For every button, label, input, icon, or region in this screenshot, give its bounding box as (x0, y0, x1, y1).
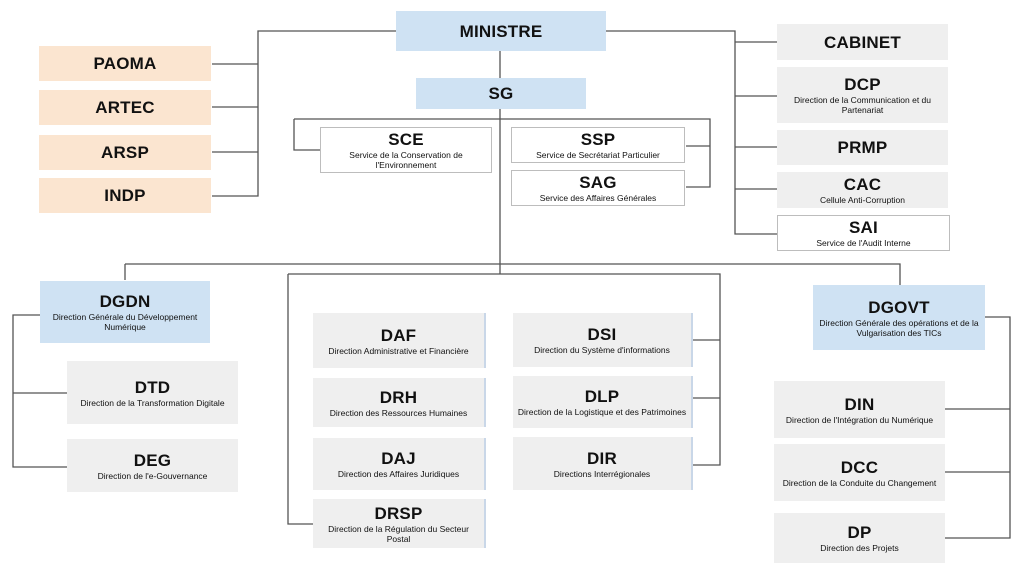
node-drh-full: Direction des Ressources Humaines (329, 407, 468, 418)
node-sai-full: Service de l'Audit Interne (816, 238, 911, 248)
node-dir-abbr: DIR (587, 448, 617, 468)
node-ministre: MINISTRE (396, 11, 606, 51)
node-dsi: DSI Direction du Système d'informations (513, 313, 691, 367)
node-cac: CAC Cellule Anti-Corruption (777, 172, 948, 208)
node-dcp-full: Direction de la Communication et du Part… (793, 95, 931, 115)
node-sce: SCE Service de la Conservation de l'Envi… (320, 127, 492, 173)
node-drsp-full: Direction de la Régulation du Secteur Po… (328, 523, 469, 544)
connector-dg-bus (124, 263, 901, 285)
connector-dgovt-children (945, 316, 1011, 539)
node-sag-full: Service des Affaires Générales (539, 193, 657, 203)
node-sg-abbr: SG (488, 84, 514, 103)
node-dlp: DLP Direction de la Logistique et des Pa… (513, 376, 691, 428)
node-drsp: DRSP Direction de la Régulation du Secte… (313, 499, 484, 548)
node-dcc: DCC Direction de la Conduite du Changeme… (774, 444, 945, 501)
node-din-abbr: DIN (844, 394, 875, 414)
node-indp: INDP (39, 178, 211, 213)
node-dgovt-full: Direction Générale des opérations et de … (819, 317, 979, 338)
node-deg-abbr: DEG (133, 450, 172, 470)
node-dtd-abbr: DTD (134, 377, 171, 397)
node-drh-abbr: DRH (379, 387, 418, 407)
node-dp-abbr: DP (847, 523, 872, 542)
node-dir: DIR Directions Interrégionales (513, 437, 691, 490)
node-indp-abbr: INDP (104, 186, 146, 205)
node-prmp-abbr: PRMP (837, 138, 888, 157)
node-dgovt: DGOVT Direction Générale des opérations … (813, 285, 985, 350)
node-dgdn: DGDN Direction Générale du Développement… (40, 281, 210, 343)
node-prmp: PRMP (777, 130, 948, 165)
node-drsp-abbr: DRSP (374, 503, 423, 523)
node-sai: SAI Service de l'Audit Interne (777, 215, 950, 251)
node-drh: DRH Direction des Ressources Humaines (313, 378, 484, 427)
node-ssp: SSP Service de Secrétariat Particulier (511, 127, 685, 163)
node-cac-full: Cellule Anti-Corruption (819, 195, 906, 205)
connector-central (287, 264, 721, 525)
node-artec: ARTEC (39, 90, 211, 125)
node-sce-full: Service de la Conservation de l'Environn… (349, 150, 463, 170)
node-artec-abbr: ARTEC (95, 98, 155, 117)
node-sag-abbr: SAG (579, 173, 617, 192)
node-cac-abbr: CAC (843, 175, 882, 194)
node-ssp-full: Service de Secrétariat Particulier (536, 150, 660, 160)
node-daf-full: Direction Administrative et Financière (328, 345, 469, 356)
node-dlp-abbr: DLP (584, 387, 620, 406)
node-dsi-full: Direction du Système d'informations (534, 345, 670, 355)
connector-ministre-agencies (212, 30, 396, 197)
node-sai-abbr: SAI (849, 218, 878, 237)
node-dtd-full: Direction de la Transformation Digitale (80, 397, 225, 408)
node-sce-abbr: SCE (388, 130, 424, 149)
node-dtd: DTD Direction de la Transformation Digit… (67, 361, 238, 424)
node-paoma-abbr: PAOMA (93, 54, 157, 73)
node-ssp-abbr: SSP (580, 130, 616, 149)
node-daf: DAF Direction Administrative et Financiè… (313, 313, 484, 368)
node-daj-abbr: DAJ (381, 449, 416, 468)
node-ministre-abbr: MINISTRE (459, 21, 543, 41)
node-arsp: ARSP (39, 135, 211, 170)
node-cabinet-abbr: CABINET (824, 32, 901, 52)
node-dcc-full: Direction de la Conduite du Changement (782, 477, 937, 488)
node-daj: DAJ Direction des Affaires Juridiques (313, 438, 484, 490)
node-dgdn-abbr: DGDN (99, 292, 151, 311)
node-deg: DEG Direction de l'e-Gouvernance (67, 439, 238, 492)
connector-dgdn-children (12, 314, 67, 468)
node-din-full: Direction de l'Intégration du Numérique (785, 414, 934, 425)
node-sag: SAG Service des Affaires Générales (511, 170, 685, 206)
node-dgovt-abbr: DGOVT (868, 297, 930, 317)
node-dsi-abbr: DSI (587, 325, 617, 344)
node-deg-full: Direction de l'e-Gouvernance (97, 470, 208, 481)
node-paoma: PAOMA (39, 46, 211, 81)
connector-sg-services (293, 118, 711, 188)
node-dcp-abbr: DCP (844, 75, 881, 94)
node-dlp-full: Direction de la Logistique et des Patrim… (517, 407, 687, 417)
node-daj-full: Direction des Affaires Juridiques (337, 469, 460, 479)
node-din: DIN Direction de l'Intégration du Numéri… (774, 381, 945, 438)
node-arsp-abbr: ARSP (100, 143, 150, 162)
node-cabinet: CABINET (777, 24, 948, 60)
connector-ministre-services (606, 30, 777, 235)
node-dir-full: Directions Interrégionales (553, 468, 651, 479)
node-sg: SG (416, 78, 586, 109)
node-dgdn-full: Direction Générale du Développement Numé… (52, 312, 198, 332)
node-dp: DP Direction des Projets (774, 513, 945, 563)
node-daf-abbr: DAF (380, 325, 417, 345)
node-dp-full: Direction des Projets (820, 543, 899, 553)
node-dcc-abbr: DCC (840, 457, 879, 477)
node-dcp: DCP Direction de la Communication et du … (777, 67, 948, 123)
